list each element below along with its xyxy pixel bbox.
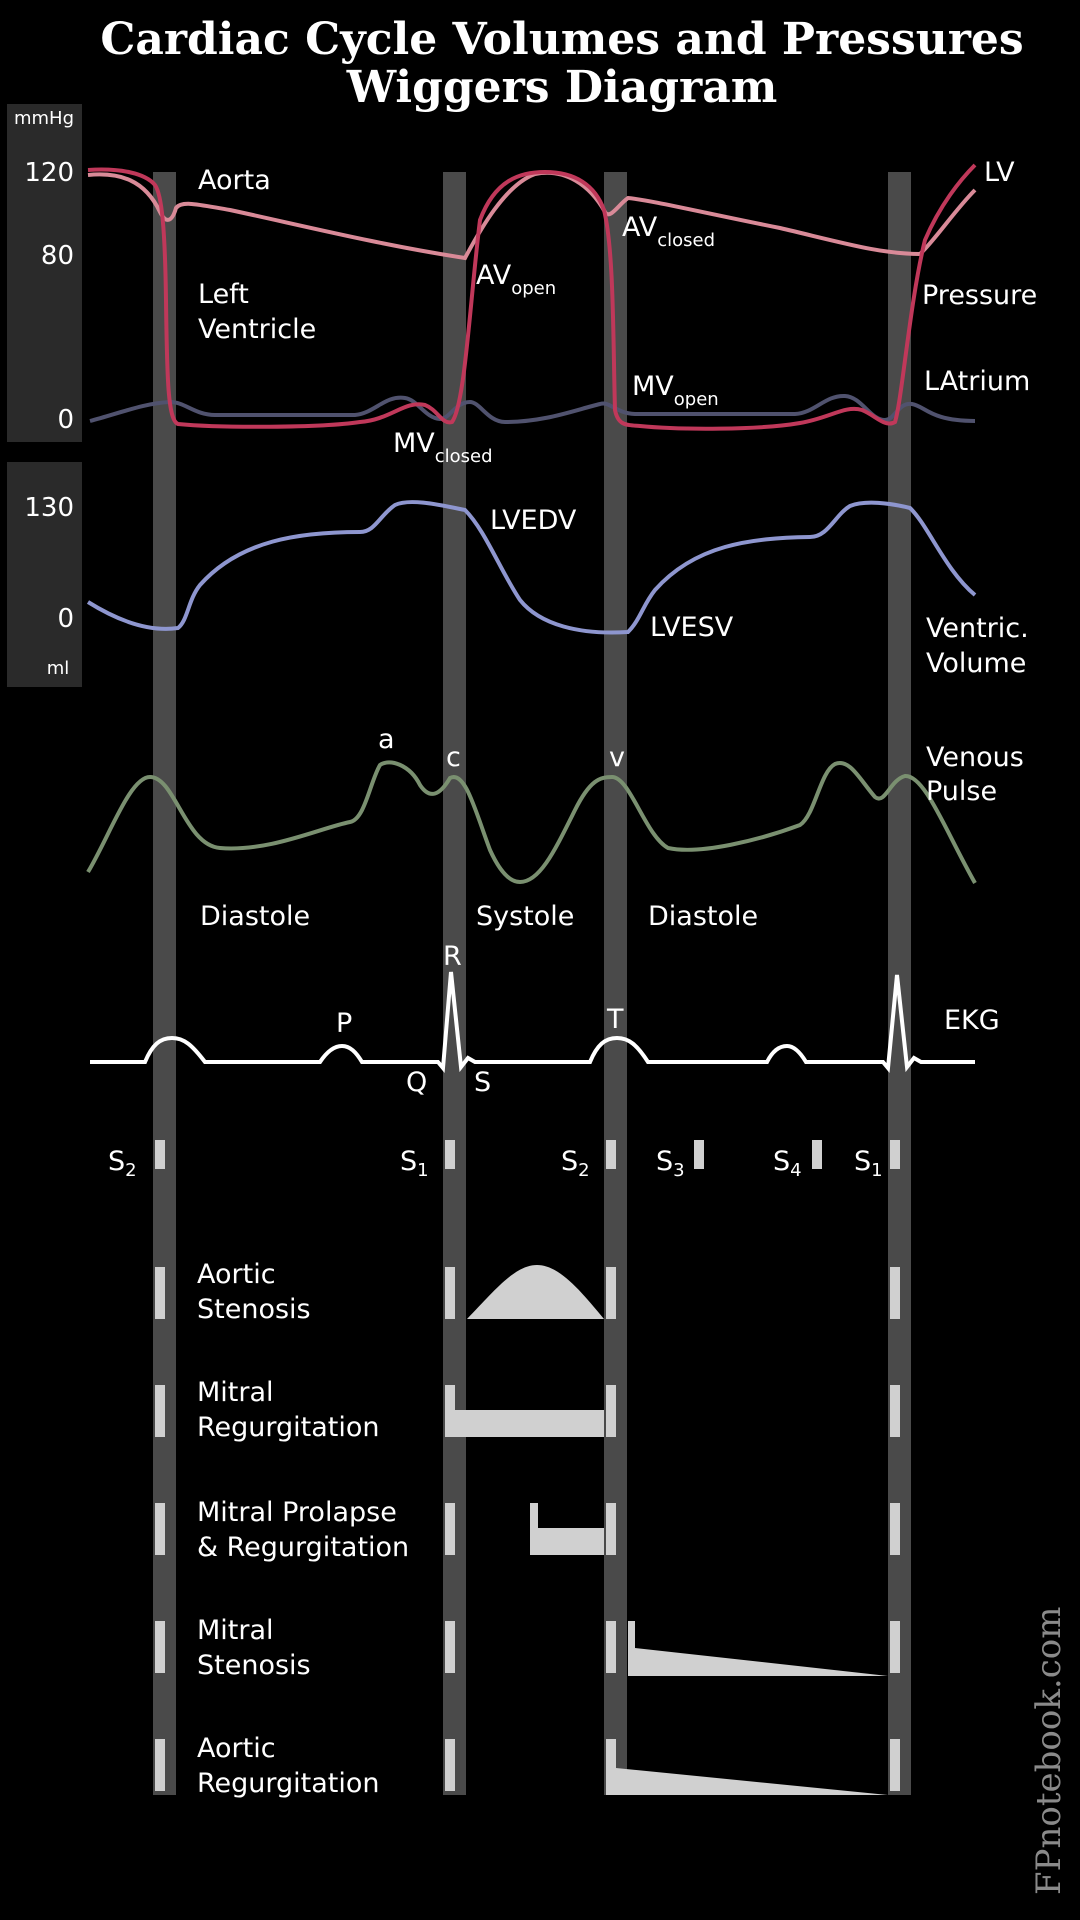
left-ventricle-pressure-curve	[87, 163, 977, 431]
pressure-tick-80: 80	[41, 241, 74, 271]
mitral-prolapse-murmur	[530, 1503, 604, 1555]
sound-marker-s1	[890, 1140, 900, 1169]
volume-tick-130: 130	[24, 493, 74, 523]
venous-v-label: v	[609, 742, 625, 773]
murmur-tick	[155, 1621, 165, 1673]
left-ventricle-label-1: Left	[198, 279, 249, 310]
heart-sound-label: S2	[108, 1146, 137, 1181]
aortic-stenosis-murmur	[467, 1265, 604, 1319]
venous-pulse-label-1: Venous	[926, 742, 1024, 773]
mitral-stenosis-murmur	[628, 1621, 888, 1676]
ventric-volume-label-1: Ventric.	[926, 613, 1029, 644]
murmur-label-line-2: Regurgitation	[197, 1768, 380, 1799]
pressure-label: Pressure	[922, 280, 1037, 311]
venous-pulse-curve	[86, 760, 977, 885]
murmur-label-line-1: Mitral	[197, 1615, 274, 1646]
murmur-tick	[445, 1267, 455, 1319]
murmur-tick	[890, 1621, 900, 1673]
venous-pulse-label-2: Pulse	[926, 776, 997, 807]
murmur-tick	[890, 1739, 900, 1791]
ventric-volume-label-2: Volume	[926, 648, 1026, 679]
ekg-r-label: R	[443, 941, 462, 972]
murmur-tick	[445, 1739, 455, 1791]
pressure-tick-120: 120	[24, 158, 74, 188]
ekg-t-label: T	[606, 1004, 624, 1035]
sound-marker-s3	[694, 1140, 704, 1169]
title-line-2: Wiggers Diagram	[346, 62, 778, 113]
murmur-label-line-1: Aortic	[197, 1733, 276, 1764]
heart-sound-label: S1	[400, 1146, 429, 1181]
lvesv-label: LVESV	[650, 612, 734, 643]
pressure-unit: mmHg	[14, 108, 74, 129]
ekg-p-label: P	[336, 1008, 352, 1039]
murmur-label-line-1: Mitral	[197, 1377, 274, 1408]
diastole-label-1: Diastole	[200, 901, 310, 932]
murmur-tick	[445, 1621, 455, 1673]
volume-unit: ml	[47, 658, 70, 679]
ekg-s-label: S	[474, 1067, 491, 1098]
murmur-tick	[155, 1385, 165, 1437]
heart-sound-label: S3	[656, 1146, 685, 1181]
lvedv-label: LVEDV	[490, 505, 577, 536]
mitral-regurgitation-murmur	[445, 1385, 604, 1437]
volume-tick-0: 0	[57, 604, 74, 634]
murmur-label-line-2: & Regurgitation	[197, 1532, 409, 1563]
aorta-label: Aorta	[198, 165, 271, 196]
title-line-1: Cardiac Cycle Volumes and Pressures	[100, 14, 1023, 65]
murmur-tick	[606, 1385, 616, 1437]
venous-a-label: a	[378, 724, 395, 755]
sound-marker-s2	[606, 1140, 616, 1169]
mv-open-label: MVopen	[632, 371, 719, 410]
pressure-tick-0: 0	[57, 405, 74, 435]
diastole-label-2: Diastole	[648, 901, 758, 932]
murmur-tick	[606, 1503, 616, 1555]
pressure-axis-panel	[7, 104, 82, 442]
murmur-label-line-2: Stenosis	[197, 1294, 311, 1325]
av-open-label: AVopen	[476, 260, 556, 299]
ekg-q-label: Q	[406, 1067, 427, 1098]
sound-marker-s2	[155, 1140, 165, 1169]
sound-marker-s1	[445, 1140, 455, 1169]
murmur-tick	[445, 1503, 455, 1555]
heart-sound-label: S2	[561, 1146, 590, 1181]
left-ventricle-label-2: Ventricle	[198, 314, 316, 345]
murmur-row-markers	[155, 1267, 900, 1791]
murmur-label-line-2: Regurgitation	[197, 1412, 380, 1443]
latrium-label: LAtrium	[924, 366, 1030, 397]
murmur-tick	[606, 1621, 616, 1673]
heart-sound-label: S4	[773, 1146, 802, 1181]
murmur-tick	[606, 1267, 616, 1319]
murmur-tick	[155, 1503, 165, 1555]
murmur-label-line-1: Mitral Prolapse	[197, 1497, 397, 1528]
ekg-label: EKG	[944, 1005, 1000, 1036]
venous-c-label: c	[446, 742, 461, 773]
murmur-tick	[890, 1267, 900, 1319]
ventricular-volume-curve	[86, 500, 977, 635]
ekg-trace	[90, 971, 975, 1074]
aortic-regurgitation-murmur	[606, 1739, 888, 1795]
murmur-tick	[155, 1739, 165, 1791]
murmur-tick	[890, 1503, 900, 1555]
volume-axis-panel	[7, 462, 82, 687]
systole-label: Systole	[476, 901, 574, 932]
murmur-tick	[890, 1385, 900, 1437]
av-closed-label: AVclosed	[622, 212, 715, 251]
mv-closed-label: MVclosed	[393, 428, 493, 467]
left-atrium-pressure-curve	[89, 393, 976, 425]
murmur-tick	[155, 1267, 165, 1319]
murmur-label-line-2: Stenosis	[197, 1650, 311, 1681]
watermark: FPnotebook.com	[1029, 1607, 1069, 1896]
lv-label: LV	[984, 157, 1015, 188]
sound-marker-s4	[812, 1140, 822, 1169]
heart-sound-label: S1	[854, 1146, 883, 1181]
murmur-label-line-1: Aortic	[197, 1259, 276, 1290]
